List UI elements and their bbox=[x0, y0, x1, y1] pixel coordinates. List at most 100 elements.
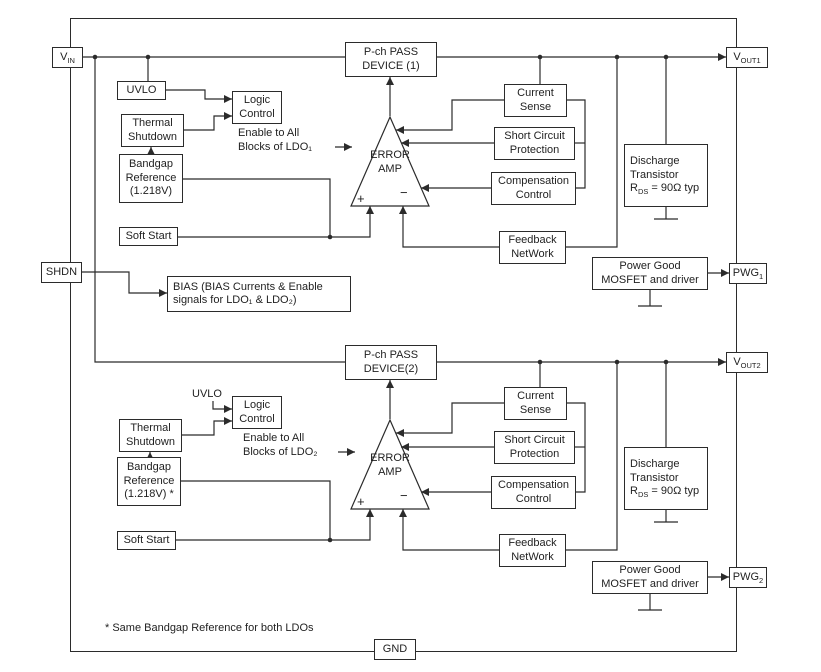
label-line: Control bbox=[515, 492, 552, 505]
discharge-transistor-2-block: Discharge Transistor RDS = 90Ω typ bbox=[624, 447, 708, 510]
label-line: Discharge bbox=[630, 458, 680, 471]
label-line: NetWork bbox=[511, 550, 554, 563]
label-line: (1.218V) bbox=[129, 185, 173, 198]
label-line: AMP bbox=[378, 162, 402, 175]
pwg2-base: PWG bbox=[732, 570, 760, 583]
label-line: Enable to All bbox=[243, 432, 305, 444]
error-amp-triangles bbox=[350, 115, 430, 510]
label-line: signals for LDO₁ & LDO₂) bbox=[173, 294, 297, 306]
label-line: Current bbox=[517, 390, 554, 403]
pwg1-pin: PWG1 bbox=[729, 263, 767, 284]
pwg1-label: PWG1 bbox=[733, 267, 763, 280]
label-line: Thermal bbox=[132, 117, 173, 130]
vin-base: V bbox=[60, 50, 68, 63]
junction-dots bbox=[92, 54, 669, 543]
error-amp-1-plus: + bbox=[357, 191, 365, 206]
feedback-network-2-block: Feedback NetWork bbox=[499, 534, 566, 567]
label-line: Soft Start bbox=[123, 533, 170, 546]
logic-control-2-block: Logic Control bbox=[232, 396, 282, 429]
label-line: ERROR bbox=[370, 452, 410, 464]
label-line: Shutdown bbox=[128, 130, 177, 143]
thermal-shutdown-1-block: Thermal Shutdown bbox=[121, 114, 184, 147]
thermal-shutdown-2-block: Thermal Shutdown bbox=[119, 419, 182, 452]
error-amp-2-minus: − bbox=[400, 488, 408, 503]
label-line: BIAS (BIAS Currents & Enable bbox=[173, 280, 323, 293]
label-line: (1.218V) * bbox=[124, 488, 174, 501]
uvlo-2-text: UVLO bbox=[192, 388, 222, 400]
label-line: Current bbox=[517, 87, 554, 100]
rds-value: = 90Ω typ bbox=[648, 485, 700, 498]
bandgap-footnote: * Same Bandgap Reference for both LDOs bbox=[105, 622, 314, 634]
label-line: Blocks of LDO₂ bbox=[243, 446, 318, 459]
label-line: Shutdown bbox=[126, 435, 175, 448]
pass-device-2-block: P-ch PASS DEVICE(2) bbox=[345, 345, 437, 380]
label-line: Blocks of LDO₁ bbox=[238, 141, 313, 154]
label-line: Bandgap bbox=[128, 158, 174, 171]
label-line: Logic bbox=[243, 94, 271, 107]
pwg1-sub: 1 bbox=[759, 271, 764, 281]
bandgap-reference-1-block: Bandgap Reference (1.218V) bbox=[119, 154, 183, 203]
rds-value: = 90Ω typ bbox=[648, 182, 700, 195]
label-line: Discharge bbox=[630, 155, 680, 168]
label-line: ERROR bbox=[370, 149, 410, 161]
label-line: Sense bbox=[519, 403, 552, 416]
vin-sub: IN bbox=[67, 55, 75, 65]
vin-pin: VIN bbox=[52, 47, 83, 68]
label-line: Logic bbox=[243, 399, 271, 412]
label-line: P-ch PASS bbox=[363, 349, 419, 362]
current-sense-1-block: Current Sense bbox=[504, 84, 567, 117]
label-line: Transistor bbox=[630, 168, 679, 181]
connector-arrows bbox=[82, 53, 729, 581]
compensation-control-1-block: Compensation Control bbox=[491, 172, 576, 205]
vout1-base: V bbox=[733, 50, 741, 63]
label-line: P-ch PASS bbox=[363, 46, 419, 59]
feedback-network-1-block: Feedback NetWork bbox=[499, 231, 566, 264]
enable-all-blocks-2-text: Enable to All Blocks of LDO₂ bbox=[243, 431, 355, 460]
error-amp-2-triangle bbox=[350, 418, 430, 510]
pass-device-1-block: P-ch PASS DEVICE (1) bbox=[345, 42, 437, 77]
error-amp-2-plus: + bbox=[357, 494, 365, 509]
label-line: Power Good bbox=[619, 564, 681, 577]
label-line: Control bbox=[239, 107, 275, 120]
soft-start-1-block: Soft Start bbox=[119, 227, 178, 246]
label-line: Bandgap bbox=[126, 461, 172, 474]
label-line: Feedback bbox=[508, 537, 557, 550]
label-line: Control bbox=[239, 412, 275, 425]
rds-sub: DS bbox=[637, 187, 649, 197]
vout1-sub: OUT1 bbox=[740, 55, 761, 65]
vout2-base: V bbox=[733, 355, 741, 368]
rds-base: R bbox=[630, 182, 638, 195]
label-line: Compensation bbox=[498, 175, 569, 188]
bias-block: BIAS (BIAS Currents & Enable signals for… bbox=[167, 276, 351, 312]
label-line: NetWork bbox=[511, 247, 554, 260]
label-line: MOSFET and driver bbox=[601, 273, 699, 286]
bandgap-reference-2-block: Bandgap Reference (1.218V) * bbox=[117, 457, 181, 506]
label-line: Power Good bbox=[619, 260, 681, 273]
power-good-2-block: Power Good MOSFET and driver bbox=[592, 561, 708, 594]
gnd-pin: GND bbox=[374, 639, 416, 660]
label-line: Transistor bbox=[630, 471, 679, 484]
label-line: Thermal bbox=[130, 422, 171, 435]
shdn-pin: SHDN bbox=[41, 262, 82, 283]
rds-spec-line: RDS = 90Ω typ bbox=[630, 485, 699, 498]
label-line: UVLO bbox=[126, 83, 157, 96]
vout1-label: VOUT1 bbox=[733, 51, 760, 64]
discharge-transistor-1-block: Discharge Transistor RDS = 90Ω typ bbox=[624, 144, 708, 207]
soft-start-2-block: Soft Start bbox=[117, 531, 176, 550]
vout1-pin: VOUT1 bbox=[726, 47, 768, 68]
short-circuit-protection-1-block: Short Circuit Protection bbox=[494, 127, 575, 160]
vout2-pin: VOUT2 bbox=[726, 352, 768, 373]
error-amp-1-minus: − bbox=[400, 185, 408, 200]
label-line: Compensation bbox=[498, 479, 569, 492]
error-amp-1-triangle bbox=[350, 115, 430, 207]
label-line: Reference bbox=[125, 171, 177, 184]
gnd-label: GND bbox=[382, 642, 408, 655]
vout2-label: VOUT2 bbox=[733, 356, 760, 369]
label-line: Control bbox=[515, 188, 552, 201]
label-line: AMP bbox=[378, 465, 402, 478]
label-line: DEVICE (1) bbox=[362, 59, 420, 72]
pwg2-label: PWG2 bbox=[733, 571, 763, 584]
label-line: Soft Start bbox=[125, 229, 172, 242]
